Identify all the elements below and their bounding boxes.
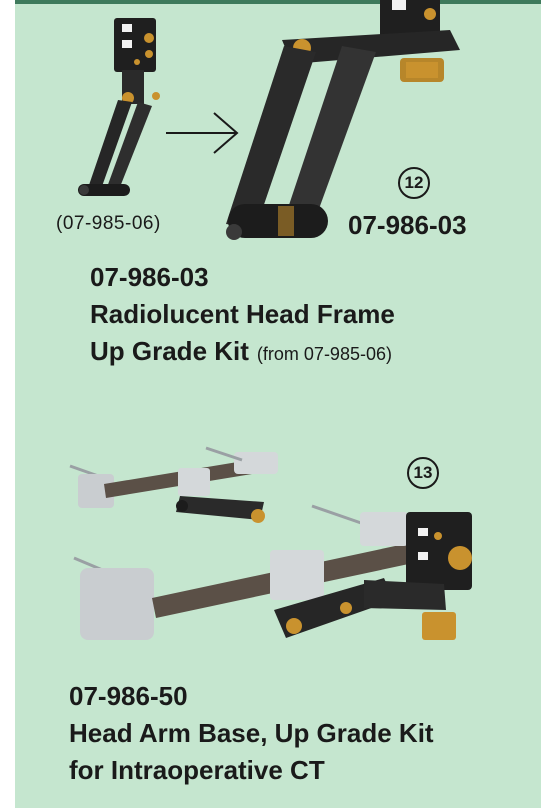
small-head-frame-image (78, 18, 160, 196)
product-code-12: 07-986-03 (90, 262, 209, 292)
title-12-line1: Radiolucent Head Frame (90, 299, 395, 329)
product-code-13: 07-986-50 (69, 681, 188, 711)
arrow-right-icon (166, 112, 239, 154)
top-rule (15, 0, 545, 4)
reference-code: (07-985-06) (56, 213, 161, 234)
head-arm-base-image (69, 446, 472, 640)
title-12-note: (from 07-985-06) (256, 344, 392, 364)
title-12-line2-text: Up Grade Kit (90, 336, 249, 366)
circled-number-13: 13 (407, 457, 439, 489)
product-code-right: 07-986-03 (348, 210, 467, 240)
right-margin (541, 0, 547, 808)
circled-number-12: 12 (398, 167, 430, 199)
title-12-line2: Up Grade Kit (from 07-985-06) (90, 333, 392, 372)
title-13-line1: Head Arm Base, Up Grade Kit (69, 718, 434, 748)
title-13-line2: for Intraoperative CT (69, 755, 325, 785)
large-head-frame-image (226, 0, 460, 240)
